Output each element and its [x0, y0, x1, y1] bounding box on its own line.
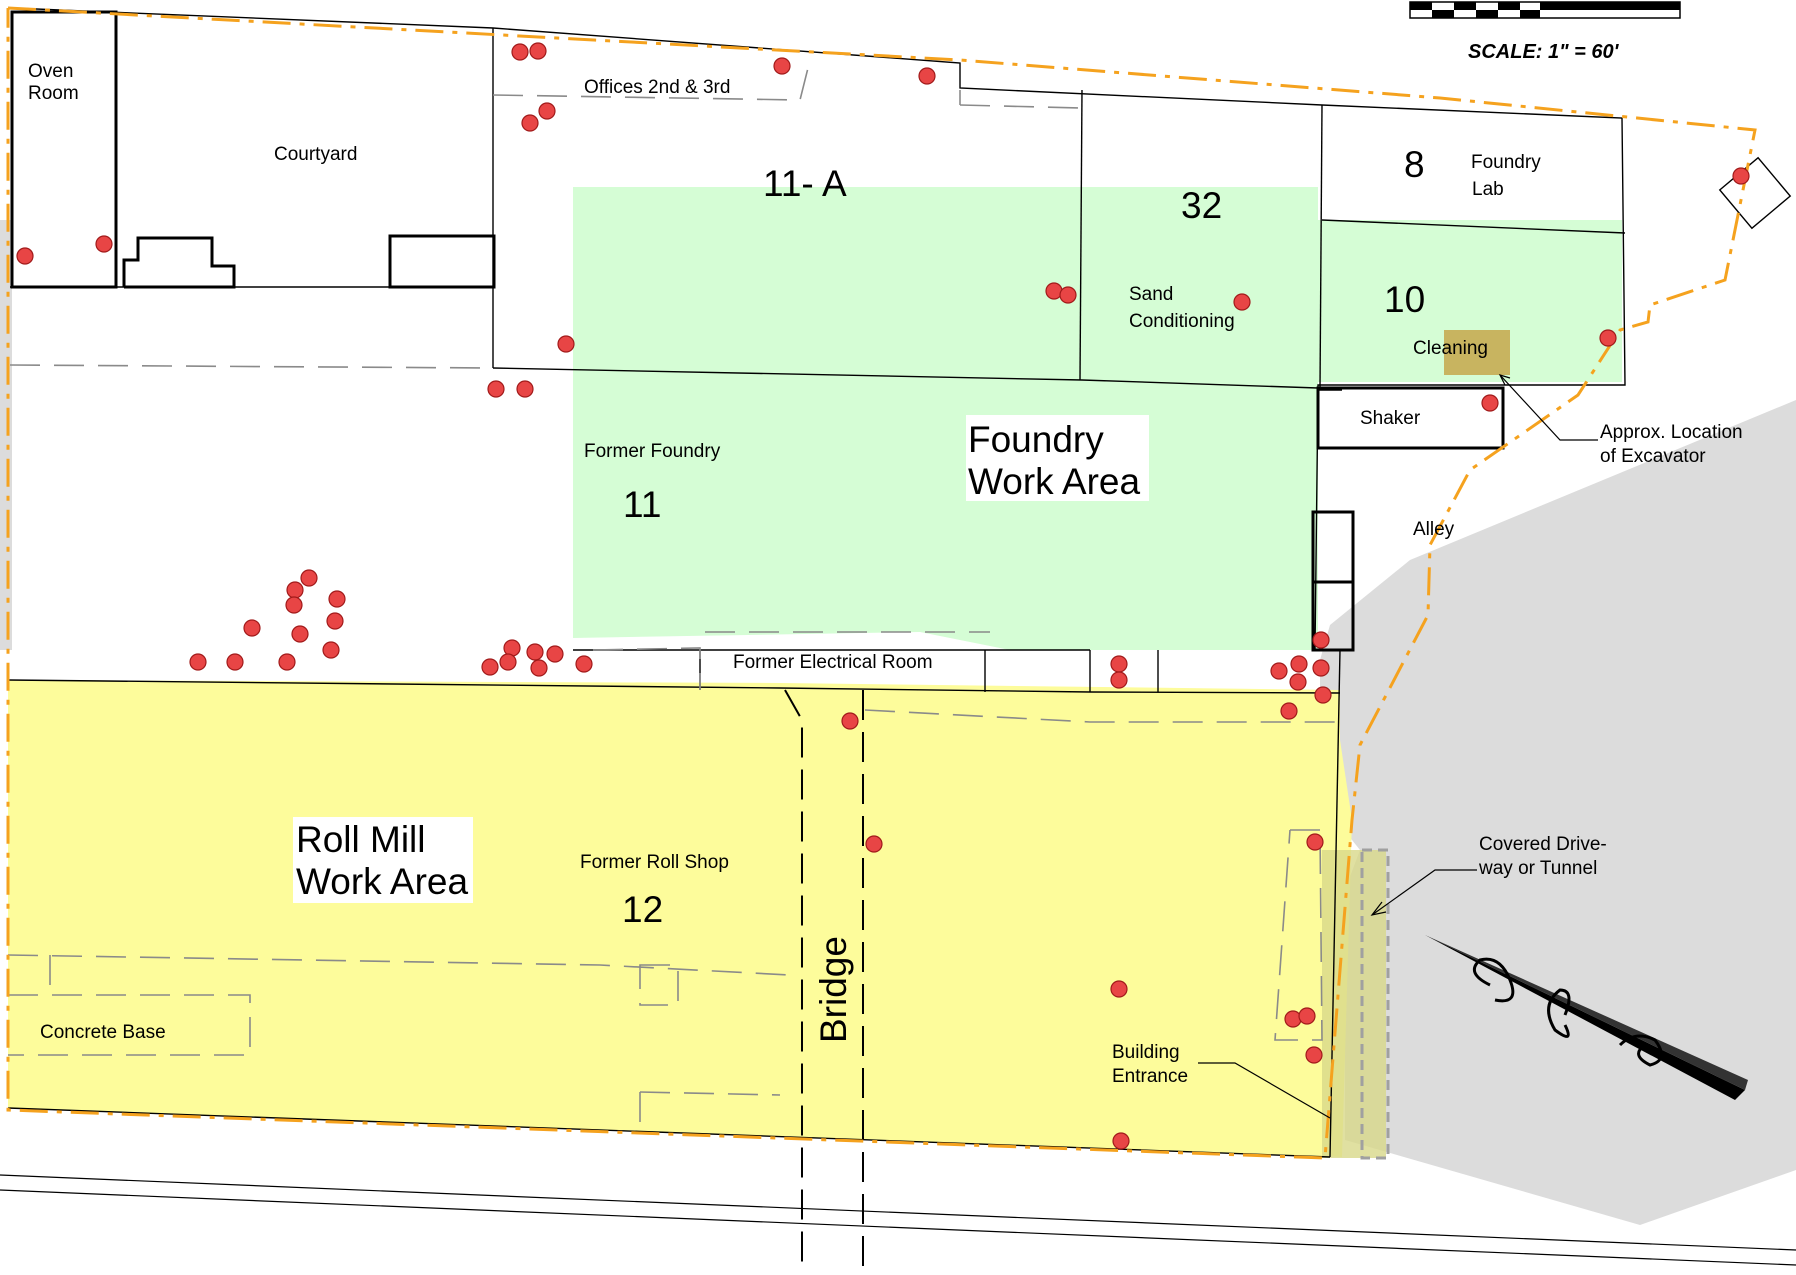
leader-lines — [1198, 374, 1598, 1119]
covered-driveway-label: Covered Drive- — [1479, 834, 1607, 855]
scale-label: SCALE: 1" = 60' — [1468, 41, 1620, 63]
offsite-grey-left — [0, 220, 12, 650]
alley-label: Alley — [1413, 519, 1455, 540]
covered-driveway-label-2: way or Tunnel — [1478, 858, 1597, 879]
scale-bar — [1409, 1, 1681, 19]
former-electrical-room-label: Former Electrical Room — [733, 652, 933, 673]
offices-label: Offices 2nd & 3rd — [584, 77, 730, 98]
former-roll-shop-label: Former Roll Shop — [580, 852, 729, 873]
bridge-lines — [784, 689, 864, 1270]
covered-driveway-outline — [1360, 848, 1390, 1160]
building-entrance-label: Building — [1112, 1042, 1180, 1063]
concrete-base-label: Concrete Base — [40, 1022, 166, 1043]
foundry-work-label-bg — [966, 415, 1149, 501]
excavator-label: Approx. Location — [1600, 422, 1743, 443]
foundry-work-area-label-2: Work Area — [968, 461, 1140, 502]
foundry-lab-label-2: Lab — [1472, 179, 1504, 200]
dashed-lines — [7, 59, 1340, 1130]
excavator-location — [1444, 330, 1510, 375]
area-12-label: 12 — [622, 889, 663, 930]
cleaning-label: Cleaning — [1413, 338, 1488, 359]
building-entrance-label-2: Entrance — [1112, 1066, 1188, 1087]
roll-mill-work-area-fill — [8, 680, 1352, 1157]
thick-walls — [10, 10, 1792, 652]
former-foundry-label: Former Foundry — [584, 441, 721, 462]
oven-room-label: Oven — [28, 61, 73, 82]
sample-points — [16, 42, 1750, 1150]
area-10-label: 10 — [1384, 279, 1425, 320]
area-11-label: 11 — [623, 484, 661, 525]
foundry-lab-label: Foundry — [1471, 152, 1541, 173]
area-32-label: 32 — [1181, 185, 1222, 226]
offsite-grey-area — [1320, 400, 1796, 1225]
site-boundary — [6, 6, 1757, 1160]
bridge-label: Bridge — [813, 936, 854, 1043]
area-11a-label: 11- A — [763, 163, 847, 204]
area-8-label: 8 — [1404, 144, 1425, 185]
road-lines — [0, 1174, 1796, 1266]
oven-room-label-2: Room — [28, 83, 79, 104]
excavator-label-2: of Excavator — [1600, 446, 1706, 467]
foundry-work-area-label: Foundry — [968, 419, 1104, 460]
sand-conditioning-label-2: Conditioning — [1129, 311, 1235, 332]
roll-mill-work-area-label: Roll Mill — [296, 819, 426, 860]
sand-conditioning-label: Sand — [1129, 284, 1173, 305]
covered-driveway-fill — [1322, 850, 1386, 1158]
shaker-label: Shaker — [1360, 408, 1421, 429]
courtyard-label: Courtyard — [274, 144, 357, 165]
roll-mill-work-area-label-2: Work Area — [296, 861, 468, 902]
north-arrow-icon — [1425, 935, 1748, 1100]
roll-mill-label-bg — [293, 817, 473, 903]
